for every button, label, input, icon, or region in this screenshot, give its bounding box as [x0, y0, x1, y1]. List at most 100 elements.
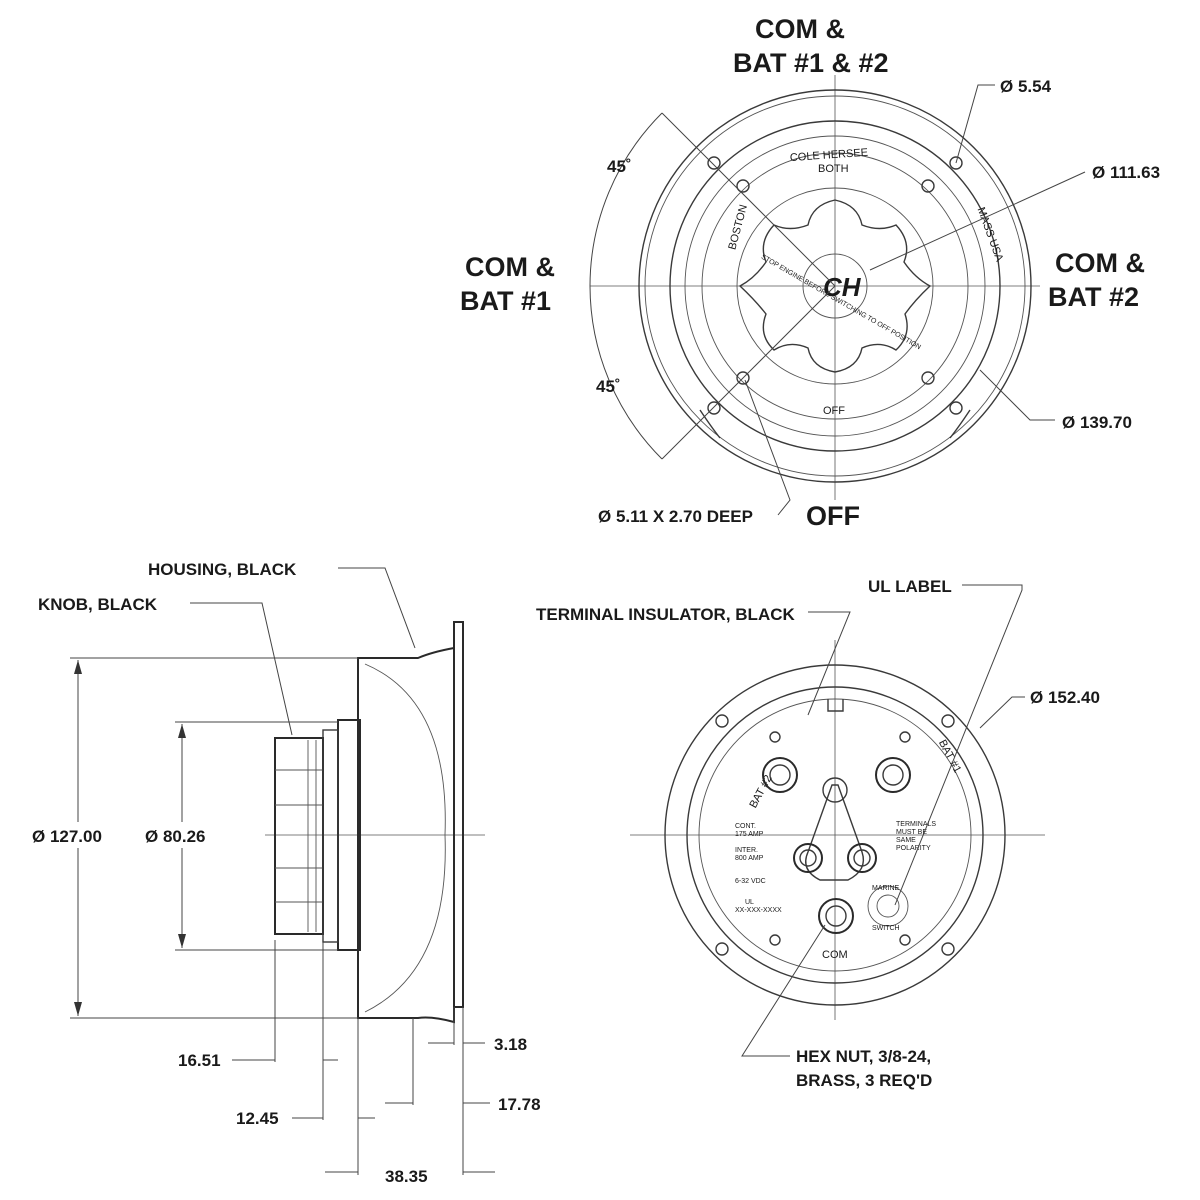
position-bottom: OFF: [806, 501, 860, 531]
position-top-line2: BAT #1 & #2: [733, 48, 889, 78]
position-left-line2: BAT #1: [460, 286, 551, 316]
rating-voltage: 6-32 VDC: [735, 878, 766, 885]
leader-outer-dia: [979, 369, 1055, 421]
knob-hub: [802, 253, 868, 319]
rating-inter-2: 800 AMP: [735, 855, 764, 862]
terminal-left-low: [793, 843, 823, 873]
dim-hole: Ø 5.54: [1000, 77, 1052, 96]
ul-marine-label: [867, 885, 909, 927]
rear-flange-circle: [664, 664, 1006, 1006]
label-knob: KNOB, BLACK: [38, 595, 158, 614]
leader-knob: [190, 602, 293, 736]
terminal-bat2: [762, 757, 798, 793]
leader-inner-dia: [869, 171, 1086, 271]
bus-bar: [805, 784, 865, 881]
arrow-icon: [178, 934, 186, 948]
leader-hex-nut: [741, 924, 826, 1057]
label-ul: UL LABEL: [868, 577, 952, 596]
dial-outer-circle: [684, 135, 986, 437]
dial-text-right: MASS USA: [975, 206, 1006, 264]
dial-inner-circle: [736, 187, 934, 385]
dim-17-78: 17.78: [498, 1095, 541, 1114]
knob-star-icon: [738, 199, 932, 373]
flange-inner-circle: [644, 95, 1026, 477]
note-polarity-2: MUST BE: [896, 829, 927, 836]
insulator-key-notch: [827, 699, 844, 712]
rating-ul-1: UL: [745, 899, 754, 906]
dial-ring-circle: [701, 152, 969, 420]
rear-flange-holes: [715, 714, 955, 956]
terminal-label-bat2: BAT #2: [747, 773, 774, 810]
insulator-screws: [769, 731, 911, 946]
angle-line-upper: [661, 112, 836, 287]
ul-mark-line2: SWITCH: [872, 925, 900, 932]
terminal-center: [822, 777, 848, 803]
rating-ul-2: XX-XXX-XXXX: [735, 907, 782, 914]
dial-text-top: COLE HERSEE: [789, 147, 868, 164]
dim-deep-hole: Ø 5.11 X 2.70 DEEP: [598, 507, 753, 526]
angle-arc-lower: [589, 285, 663, 460]
arrow-icon: [178, 724, 186, 738]
note-polarity-1: TERMINALS: [896, 821, 936, 828]
housing-curve: [364, 663, 446, 1013]
ch-logo: CH: [823, 272, 862, 302]
bezel-circle: [669, 120, 1001, 452]
rating-cont-1: CONT.: [735, 823, 756, 830]
bezel-screws: [736, 179, 935, 385]
terminal-bat1: [875, 757, 911, 793]
rear-housing-circle: [686, 686, 984, 984]
angle-arc-upper: [589, 112, 663, 287]
arrow-icon: [74, 1002, 82, 1016]
dim-16-51: 16.51: [178, 1051, 221, 1070]
dim-outer-dia: Ø 127.00: [32, 827, 102, 846]
leader-flange: [979, 696, 1025, 729]
dim-knob-dia: Ø 80.26: [145, 827, 206, 846]
terminal-label-com: COM: [822, 949, 848, 961]
note-polarity-3: SAME: [896, 837, 916, 844]
dim-inner: Ø 111.63: [1092, 163, 1160, 182]
angle-label-upper: 45˚: [607, 157, 632, 176]
dim-label-bg: [140, 822, 230, 848]
side-view: Ø 127.00 Ø 80.26 16.51 12.45 38.35 3.18: [28, 560, 541, 1186]
right-ear: [949, 409, 971, 439]
leader-hole: [955, 84, 995, 164]
position-left-line1: COM &: [465, 252, 555, 282]
position-right-line2: BAT #2: [1048, 282, 1139, 312]
label-housing: HOUSING, BLACK: [148, 560, 297, 579]
flange-plate: [453, 621, 464, 1008]
angle-label-lower: 45˚: [596, 377, 621, 396]
dim-3-18: 3.18: [494, 1035, 527, 1054]
dim-38-35: 38.35: [385, 1167, 428, 1186]
dial-text-off: OFF: [823, 405, 845, 417]
dim-label-bg: [28, 822, 128, 848]
rear-insulator-circle: [698, 698, 972, 972]
leader-terminal-insulator: [807, 611, 851, 716]
position-top-line1: COM &: [755, 14, 845, 44]
rating-inter-1: INTER.: [735, 847, 758, 854]
position-right-line1: COM &: [1055, 248, 1145, 278]
top-view: CH COLE HERSEE BOTH BOSTON MASS USA STOP…: [460, 14, 1160, 531]
leader-deep-hole: [744, 379, 791, 516]
label-hex-nut-1: HEX NUT, 3/8-24,: [796, 1047, 931, 1066]
dim-12-45: 12.45: [236, 1109, 279, 1128]
ul-mark-line1: MARINE: [872, 885, 900, 892]
terminal-com: [818, 898, 854, 934]
label-terminal-insulator: TERMINAL INSULATOR, BLACK: [536, 605, 795, 624]
angle-line-lower: [661, 285, 836, 460]
flange-outer-circle: [638, 89, 1032, 483]
note-polarity-4: POLARITY: [896, 845, 931, 852]
rating-cont-2: 175 AMP: [735, 831, 764, 838]
dial-text-both: BOTH: [818, 163, 849, 175]
flange-mounting-holes: [707, 156, 963, 415]
left-ear: [699, 409, 721, 439]
leader-ul: [894, 584, 1023, 906]
knob-collar: [322, 729, 339, 943]
arrow-icon: [74, 660, 82, 674]
terminal-right-low: [847, 843, 877, 873]
knob-grip-segments: [275, 769, 323, 903]
rear-view: MARINE SWITCH BAT #2 BAT #1 COM CONT. 17…: [536, 577, 1100, 1090]
label-hex-nut-2: BRASS, 3 REQ'D: [796, 1071, 932, 1090]
dim-flange: Ø 152.40: [1030, 688, 1100, 707]
dim-outer: Ø 139.70: [1062, 413, 1132, 432]
